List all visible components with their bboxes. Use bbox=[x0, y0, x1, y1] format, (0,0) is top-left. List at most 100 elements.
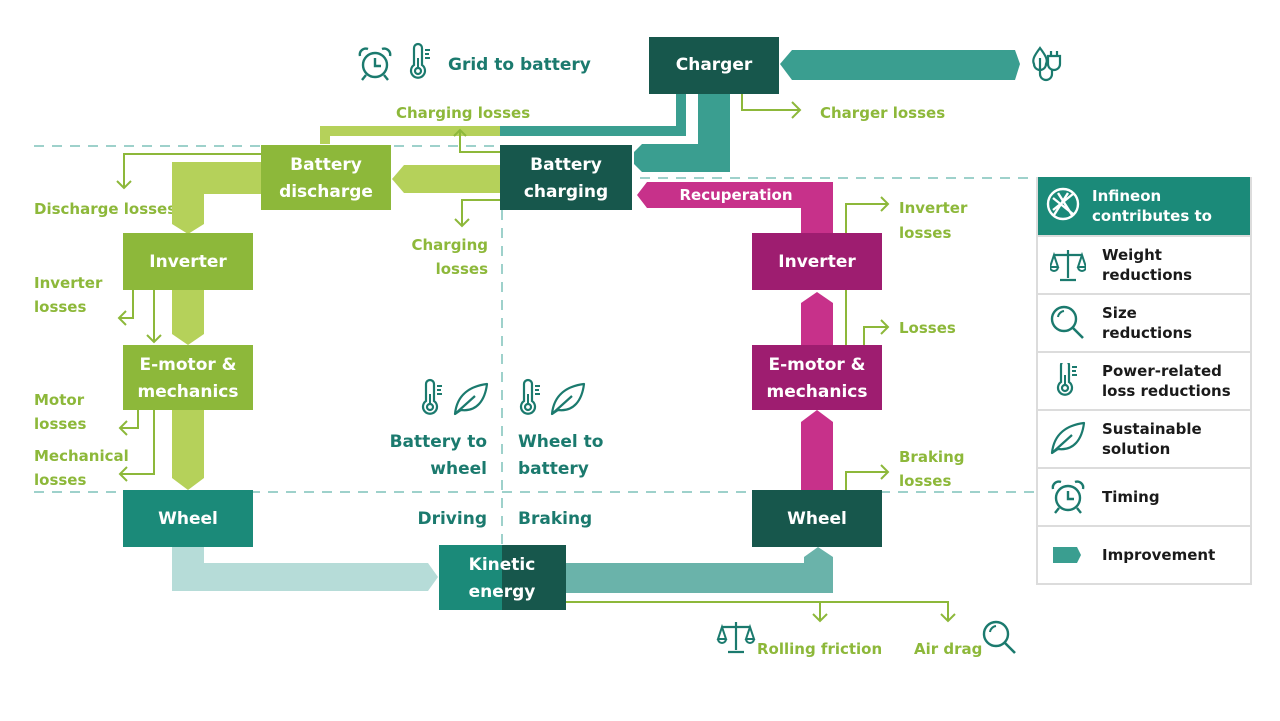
inverter-right-label: Inverter bbox=[778, 252, 856, 272]
alarm-clock-icon bbox=[358, 47, 392, 82]
wheel-left-box bbox=[123, 490, 253, 547]
mechanical-losses-label-2: losses bbox=[34, 471, 86, 489]
braking-losses-label-1: Braking bbox=[899, 448, 965, 466]
grid-to-battery-label: Grid to battery bbox=[448, 55, 591, 75]
wheel-right-box bbox=[752, 490, 882, 547]
inverter-losses-left-label-2: losses bbox=[34, 298, 86, 316]
discharge-losses-label: Discharge losses bbox=[34, 200, 176, 218]
emotor-right-box bbox=[752, 345, 882, 410]
charging-to-discharge-flow bbox=[392, 165, 500, 193]
battery-discharge-box bbox=[261, 145, 391, 210]
air-drag-label: Air drag bbox=[914, 640, 982, 658]
rolling-friction-label: Rolling friction bbox=[757, 640, 882, 658]
thermometer-icon bbox=[519, 378, 542, 415]
charging-losses-mid-label-2: losses bbox=[436, 260, 488, 278]
discharge-losses-arrow bbox=[116, 153, 261, 190]
braking-losses-arrow bbox=[845, 464, 890, 490]
motor-losses-label-2: losses bbox=[34, 415, 86, 433]
improvement-tag-icon bbox=[1046, 533, 1090, 577]
charging-losses-mid-label-1: Charging bbox=[411, 236, 488, 254]
grid-to-battery-header: Grid to battery bbox=[358, 42, 591, 82]
road-losses-line bbox=[566, 601, 956, 623]
legend-item-size: Size reductions bbox=[1038, 293, 1250, 351]
scale-icon bbox=[1046, 243, 1090, 287]
legend-item-timing: Timing bbox=[1038, 467, 1250, 525]
battery-discharge-label-1: Battery bbox=[290, 155, 362, 175]
charging-losses-flow-teal bbox=[500, 94, 686, 136]
wheel-to-kinetic-flow bbox=[172, 547, 438, 591]
kinetic-energy-label-2: energy bbox=[469, 582, 536, 602]
losses-right-arrow bbox=[863, 319, 890, 345]
magnifier-icon bbox=[1046, 301, 1090, 345]
losses-right-label: Losses bbox=[899, 319, 956, 337]
wheel-to-battery-label-2: battery bbox=[518, 459, 589, 479]
braking-label: Braking bbox=[518, 509, 592, 529]
legend-item-label: Size reductions bbox=[1102, 304, 1193, 342]
emotor-right-label-2: mechanics bbox=[766, 382, 867, 402]
inverter-losses-left-label-1: Inverter bbox=[34, 274, 103, 292]
inverter-to-emotor-thin-arrow bbox=[146, 290, 162, 344]
battery-discharge-label-2: discharge bbox=[279, 182, 373, 202]
kinetic-energy-box bbox=[439, 545, 502, 610]
inverter-losses-right-arrow bbox=[845, 196, 890, 345]
recuperation-label: Recuperation bbox=[679, 186, 792, 204]
charger-losses-arrow bbox=[741, 94, 802, 119]
inverter-left-box bbox=[123, 233, 253, 290]
motor-losses-label-1: Motor bbox=[34, 391, 85, 409]
battery-charging-label-2: charging bbox=[524, 182, 608, 202]
kinetic-energy-label-1: Kinetic bbox=[469, 555, 536, 575]
thermometer-icon bbox=[421, 378, 444, 415]
charger-label: Charger bbox=[676, 55, 753, 75]
inverter-left-label: Inverter bbox=[149, 252, 227, 272]
charging-losses-mid-arrow bbox=[454, 199, 500, 228]
kinetic-energy-box-right bbox=[502, 545, 566, 610]
emotor-to-wheel-flow bbox=[172, 410, 204, 490]
inverter-losses-left-arrow bbox=[117, 290, 134, 326]
wheel-left-label: Wheel bbox=[158, 509, 218, 529]
inverter-right-box bbox=[752, 233, 882, 290]
legend-item-improvement: Improvement bbox=[1038, 525, 1250, 583]
charger-to-battery-flow bbox=[634, 94, 730, 172]
wheel-right-label: Wheel bbox=[787, 509, 847, 529]
emotor-left-label-1: E-motor & bbox=[140, 355, 237, 375]
emotor-to-inverter-flow bbox=[801, 292, 833, 345]
battery-to-wheel-label-1: Battery to bbox=[390, 432, 487, 452]
charging-losses-top-arrow bbox=[453, 128, 500, 153]
leaf-icon bbox=[453, 382, 489, 416]
legend-item-label: Timing bbox=[1102, 488, 1160, 506]
battery-charging-label-1: Battery bbox=[530, 155, 602, 175]
driving-label: Driving bbox=[417, 509, 487, 529]
alarm-clock-icon bbox=[1046, 475, 1090, 519]
eco-plug-icon bbox=[1032, 46, 1062, 82]
grid-supply-arrow bbox=[780, 50, 1020, 80]
discharge-to-inverter-flow bbox=[172, 162, 261, 234]
mechanical-losses-label-1: Mechanical bbox=[34, 447, 129, 465]
emotor-left-label-2: mechanics bbox=[137, 382, 238, 402]
kinetic-to-wheel-flow bbox=[566, 547, 833, 593]
infineon-chip-icon bbox=[1046, 187, 1080, 225]
emotor-right-label-1: E-motor & bbox=[769, 355, 866, 375]
wheel-to-battery-label-1: Wheel to bbox=[518, 432, 603, 452]
mechanical-losses-arrow bbox=[118, 410, 155, 482]
legend-item-label: Improvement bbox=[1102, 546, 1216, 564]
battery-charging-box bbox=[500, 145, 632, 210]
legend-item-label: Weight reductions bbox=[1102, 246, 1193, 284]
charging-losses-top-label: Charging losses bbox=[396, 104, 530, 122]
inverter-to-emotor-flow bbox=[172, 290, 204, 345]
braking-losses-label-2: losses bbox=[899, 472, 951, 490]
leaf-icon bbox=[550, 382, 586, 416]
inverter-losses-right-label-1: Inverter bbox=[899, 199, 968, 217]
legend-item-power-loss: Power-related loss reductions bbox=[1038, 351, 1250, 409]
legend: Infineon contributes to Weight reduction… bbox=[1036, 177, 1252, 585]
thermometer-icon bbox=[409, 42, 432, 79]
magnifier-icon bbox=[982, 620, 1017, 655]
inverter-losses-right-label-2: losses bbox=[899, 224, 951, 242]
scale-icon bbox=[716, 620, 756, 654]
legend-item-label: Power-related loss reductions bbox=[1102, 362, 1231, 400]
legend-header: Infineon contributes to bbox=[1038, 177, 1250, 235]
leaf-icon bbox=[1046, 417, 1090, 461]
motor-losses-arrow bbox=[118, 410, 139, 436]
legend-item-sustainable: Sustainable solution bbox=[1038, 409, 1250, 467]
battery-to-wheel-label-2: wheel bbox=[430, 459, 487, 479]
